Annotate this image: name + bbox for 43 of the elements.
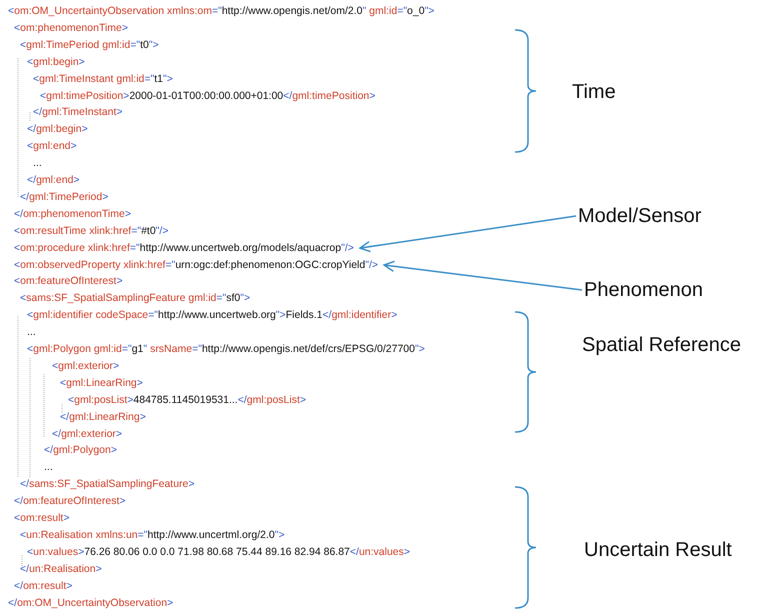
code-line: <om:featureOfInterest> (14, 275, 123, 288)
code-line: <om:procedure xlink:href="http://www.uncertweb.org/models/aquacrop"/> (14, 242, 354, 255)
code-line: </gml:TimeInstant> (33, 106, 123, 120)
code-line: <gml:LinearRing> (60, 376, 143, 390)
code-line: <om:resultTime xlink:href="#t0"/> (14, 224, 168, 238)
code-line: <gml:timePosition>2000-01-01T00:00:00.000+01:00</gml:timePosition> (40, 90, 376, 102)
code-line: </om:phenomenonTime> (14, 208, 131, 221)
code-line: <om:observedProperty xlink:href="urn:ogc:def:phenomenon:OGC:cropYield"/> (14, 258, 378, 272)
code-line: ... (44, 461, 53, 474)
code-line: </gml:begin> (27, 123, 88, 136)
code-line: <gml:posList>484785.1145019531...</gml:posList> (68, 394, 306, 407)
code-line: </gml:end> (27, 174, 80, 187)
code-line: <om:OM_UncertaintyObservation xmlns:om="http://www.opengis.net/om/2.0" gml:id="o_0"> (8, 5, 434, 18)
code-line: <gml:exterior> (52, 360, 120, 373)
annotation-label: Spatial Reference (582, 333, 741, 357)
code-line: </gml:LinearRing> (60, 410, 146, 424)
annotation-label: Phenomenon (584, 278, 703, 302)
arrow (359, 215, 576, 252)
annotation-label: Time (572, 80, 616, 104)
code-line: <un:Realisation xmlns:un="http://www.uncertml.org/2.0"> (20, 528, 285, 542)
code-line: <om:result> (14, 512, 70, 525)
code-line: </gml:exterior> (52, 428, 122, 440)
code-line: </om:featureOfInterest> (14, 495, 126, 508)
code-line: ... (27, 326, 36, 340)
code-line: </om:OM_UncertaintyObservation> (8, 596, 174, 610)
code-line: <un:values>76.26 80.06 0.0 0.0 71.98 80.68 75.44 89.16 82.94 86.87</un:values> (27, 546, 410, 559)
code-line: </gml:Polygon> (44, 444, 117, 458)
code-line: <gml:end> (27, 140, 77, 154)
code-line: </gml:TimePeriod> (20, 190, 108, 204)
annotation-label: Model/Sensor (578, 204, 702, 228)
code-line: <sams:SF_SpatialSamplingFeature gml:id="sf0"> (20, 292, 250, 306)
code-line: <gml:Polygon gml:id="g1" srsName="http://www.opengis.net/def/crs/EPSG/0/27700"> (27, 343, 425, 356)
code-line: ... (33, 157, 42, 170)
code-line: </sams:SF_SpatialSamplingFeature> (20, 478, 195, 492)
code-line: <gml:TimeInstant gml:id="t1"> (33, 72, 173, 86)
annotation-label: Uncertain Result (584, 538, 732, 562)
code-line: </om:result> (14, 580, 72, 593)
code-line: <gml:begin> (27, 56, 85, 69)
arrow (383, 260, 582, 291)
code-line: </un:Realisation> (20, 562, 102, 576)
code-line: <om:phenomenonTime> (14, 22, 128, 35)
code-line: <gml:TimePeriod gml:id="t0"> (20, 38, 159, 52)
code-line: <gml:identifier codeSpace="http://www.uncertweb.org">Fields.1</gml:identifier> (27, 309, 398, 322)
